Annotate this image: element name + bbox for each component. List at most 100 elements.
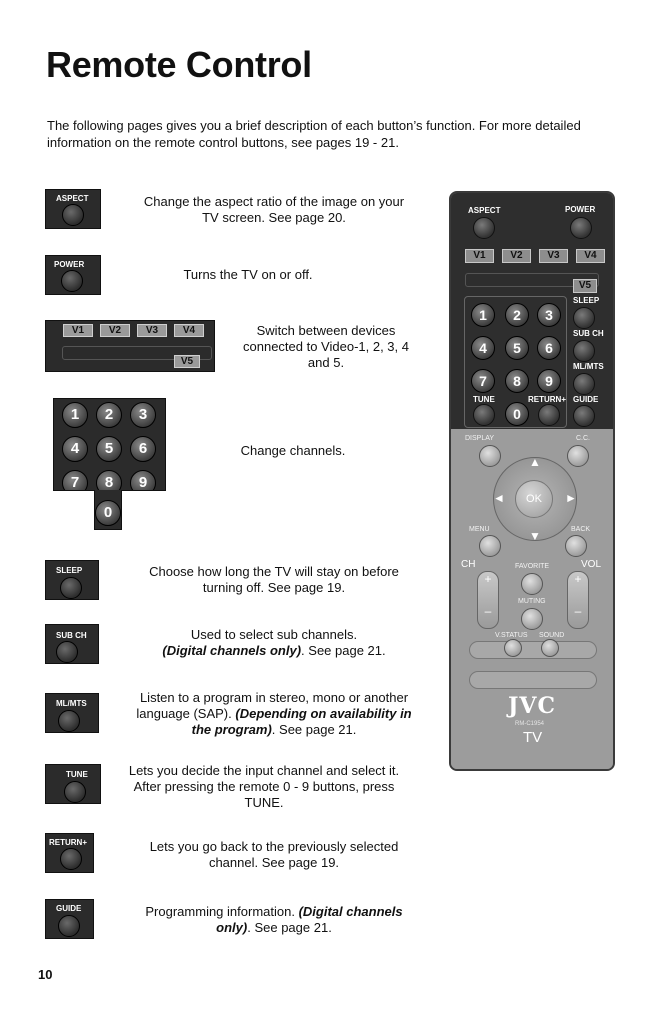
remote-lower-bar-1 [469, 641, 597, 659]
guide-desc-tail: . See page 21. [247, 920, 332, 935]
remote-illustration: ASPECT POWER V1 V2 V3 V4 V5 1 2 3 4 5 6 … [449, 191, 615, 771]
return-label: RETURN+ [49, 838, 88, 847]
remote-v4-button: V4 [576, 249, 605, 263]
remote-menu-label: MENU [469, 526, 490, 533]
left-arrow-icon: ◄ [493, 491, 505, 505]
remote-digit-3: 3 [537, 303, 561, 327]
remote-subch-button [573, 340, 595, 362]
power-thumbnail: POWER [45, 255, 101, 295]
remote-power-button [570, 217, 592, 239]
remote-digit-5: 5 [505, 336, 529, 360]
remote-video-divider [465, 273, 599, 287]
digit-2-button: 2 [96, 402, 122, 428]
power-button [61, 270, 83, 292]
v2-button: V2 [100, 324, 130, 337]
remote-number-frame [464, 296, 567, 428]
power-label: POWER [54, 260, 85, 269]
remote-brand-logo: JVC [508, 693, 556, 719]
remote-aspect-label: ASPECT [468, 206, 501, 215]
subch-button [56, 641, 78, 663]
page-title: Remote Control [46, 44, 312, 85]
aspect-button [62, 204, 84, 226]
subch-description: Used to select sub channels. (Digital ch… [146, 627, 402, 659]
remote-mlmts-button [573, 373, 595, 395]
remote-mlmts-label: ML/MTS [573, 362, 604, 371]
remote-digit-4: 4 [471, 336, 495, 360]
digit-0-button: 0 [95, 500, 121, 526]
down-arrow-icon: ▼ [529, 529, 541, 543]
subch-desc-tail: . See page 21. [301, 643, 386, 658]
guide-desc-em: (Digital channels only) [216, 904, 403, 935]
remote-lower-bar-2 [469, 671, 597, 689]
remote-vstatus-button [504, 639, 522, 657]
mlmts-desc-em: (Depending on availability in the progra… [191, 706, 412, 737]
remote-sleep-label: SLEEP [573, 296, 600, 305]
digit-9-button: 9 [130, 470, 156, 490]
right-arrow-icon: ► [565, 491, 577, 505]
remote-v1-button: V1 [465, 249, 494, 263]
video-description: Switch between devices connected to Vide… [243, 323, 409, 370]
remote-model-code: RM-C1954 [515, 721, 545, 727]
tune-button [64, 781, 86, 803]
v3-button: V3 [137, 324, 167, 337]
remote-back-label: BACK [571, 526, 591, 533]
remote-v2-button: V2 [502, 249, 531, 263]
subch-desc-main: Used to select sub channels. [190, 627, 358, 642]
page-number: 10 [38, 967, 53, 982]
mlmts-description: Listen to a program in stereo, mono or a… [136, 690, 412, 738]
remote-digit-9: 9 [537, 369, 561, 393]
remote-display-label: DISPLAY [465, 435, 495, 442]
digit-6-button: 6 [130, 436, 156, 462]
remote-cc-button [567, 445, 589, 467]
digit-3-button: 3 [130, 402, 156, 428]
digit-1-button: 1 [62, 402, 88, 428]
remote-digit-1: 1 [471, 303, 495, 327]
remote-guide-label: GUIDE [573, 395, 599, 404]
remote-v3-button: V3 [539, 249, 568, 263]
guide-desc-main: Programming information. [145, 904, 299, 919]
remote-digit-2: 2 [505, 303, 529, 327]
remote-power-label: POWER [565, 205, 596, 214]
video-divider [62, 346, 212, 360]
remote-video-row: V1 V2 V3 V4 [465, 249, 605, 263]
aspect-thumbnail: ASPECT [45, 189, 101, 229]
number-pad: 1 2 3 4 5 6 7 8 9 [62, 402, 156, 490]
remote-muting-button [521, 608, 543, 630]
remote-digit-6: 6 [537, 336, 561, 360]
v4-button: V4 [174, 324, 204, 337]
remote-digit-8: 8 [505, 369, 529, 393]
subch-label: SUB CH [56, 631, 87, 640]
remote-tune-button [473, 404, 495, 426]
return-description: Lets you go back to the previously selec… [149, 839, 399, 870]
remote-sleep-button [573, 307, 595, 329]
remote-ok-button: OK [515, 480, 553, 518]
intro-paragraph: The following pages gives you a brief de… [47, 118, 581, 150]
remote-vol-label: VOL [581, 559, 602, 570]
digit-4-button: 4 [62, 436, 88, 462]
mlmts-thumbnail: ML/MTS [45, 693, 99, 733]
remote-aspect-button [473, 217, 495, 239]
video-thumbnail: V1 V2 V3 V4 V5 [45, 320, 215, 372]
remote-favorite-button [521, 573, 543, 595]
digit-5-button: 5 [96, 436, 122, 462]
numbers-thumbnail: 1 2 3 4 5 6 7 8 9 [53, 398, 166, 491]
return-thumbnail: RETURN+ [45, 833, 94, 873]
remote-digit-0: 0 [505, 402, 529, 426]
ch-minus-icon: – [484, 604, 492, 618]
mlmts-desc-tail: . See page 21. [271, 722, 357, 737]
remote-tv-mark: TV [523, 729, 543, 746]
aspect-description: Change the aspect ratio of the image on … [143, 194, 405, 225]
return-button [60, 848, 82, 870]
zero-thumbnail: 0 [94, 490, 122, 530]
remote-tune-label: TUNE [473, 395, 495, 404]
mlmts-button [58, 710, 80, 732]
sleep-description: Choose how long the TV will stay on befo… [149, 564, 399, 595]
remote-v5-button: V5 [573, 279, 597, 293]
remote-cc-label: C.C. [576, 435, 590, 442]
remote-return-button [538, 404, 560, 426]
v1-button: V1 [63, 324, 93, 337]
remote-guide-button [573, 405, 595, 427]
remote-subch-label: SUB CH [573, 329, 604, 338]
remote-return-label: RETURN+ [528, 395, 567, 404]
remote-vstatus-label: V.STATUS [495, 632, 528, 639]
